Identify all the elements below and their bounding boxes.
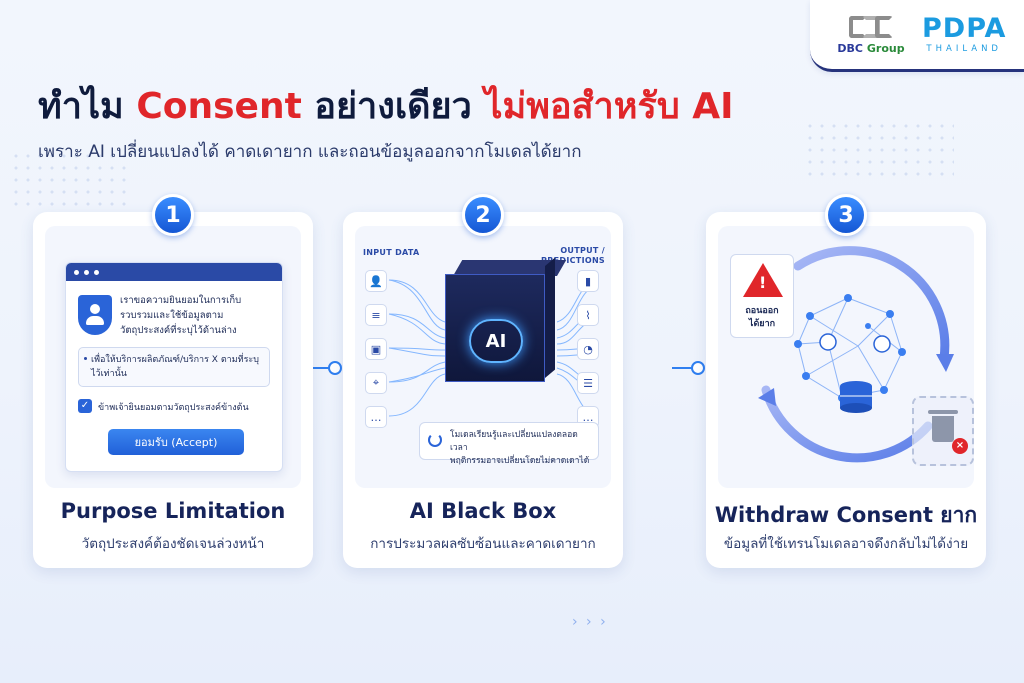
warning-panel: ! ถอนออก ได้ยาก	[730, 254, 794, 338]
consent-window-mockup: เราขอความยินยอมในการเก็บรวบรวมและใช้ข้อม…	[65, 262, 283, 472]
dbc-text: DBC	[837, 42, 864, 55]
output-label-line-1: OUTPUT /	[560, 246, 605, 255]
purpose-box: เพื่อให้บริการผลิตภัณฑ์/บริการ X ตามที่ร…	[78, 347, 270, 387]
chevrons-decoration-icon: › › ›	[572, 614, 608, 630]
location-icon: ⌖	[365, 372, 387, 394]
step-number-badge: 3	[825, 194, 867, 236]
black-box-cube: AI	[445, 257, 567, 384]
headline: ทำไม Consent อย่างเดียว ไม่พอสำหรับ AI	[38, 84, 733, 130]
warning-text: ถอนออก ได้ยาก	[731, 305, 793, 331]
model-change-note: โมเดลเรียนรู้และเปลี่ยนแปลงตลอดเวลา พฤติ…	[419, 422, 599, 466]
more-icon: …	[365, 406, 387, 428]
card-illustration: เราขอความยินยอมในการเก็บรวบรวมและใช้ข้อม…	[45, 226, 301, 488]
accept-button[interactable]: ยอมรับ (Accept)	[108, 429, 244, 455]
dbc-mark-icon	[849, 14, 893, 40]
ai-brain-icon: AI	[469, 319, 523, 363]
headline-part-4: ไม่พอสำหรับ AI	[484, 86, 734, 127]
headline-part-3: อย่างเดียว	[314, 86, 472, 127]
checkbox-label: ข้าพเจ้ายินยอมตามวัตถุประสงค์ข้างต้น	[98, 403, 249, 413]
card-ai-black-box: 2 INPUT DATA OUTPUT / PREDICTIONS 👤 ≡ ▣	[343, 194, 623, 568]
headline-part-1: ทำไม	[38, 86, 124, 127]
window-titlebar	[66, 263, 282, 281]
warning-icon	[743, 263, 783, 297]
consent-request-text: เราขอความยินยอมในการเก็บรวบรวมและใช้ข้อม…	[120, 295, 242, 336]
card-purpose-limitation: 1 เราขอความยินยอมในการเก็บรวบรวมและใช้ข้…	[33, 194, 313, 568]
card-illustration: INPUT DATA OUTPUT / PREDICTIONS 👤 ≡ ▣ ⌖ …	[355, 226, 611, 488]
background-dots	[804, 120, 954, 180]
output-label-line-2: PREDICTIONS	[541, 256, 605, 265]
card-subtitle: วัตถุประสงค์ต้องชัดเจนล่วงหน้า	[81, 536, 265, 552]
card-subtitle: ข้อมูลที่ใช้เทรนโมเดลอาจดึงกลับไม่ได้ง่า…	[723, 536, 969, 552]
input-data-label: INPUT DATA	[363, 248, 420, 257]
warning-line-1: ถอนออก	[745, 306, 779, 316]
background-dots-left	[10, 150, 130, 210]
document-icon: ≡	[365, 304, 387, 326]
dbc-group-logo: DBC Group	[832, 14, 910, 55]
card-title: Purpose Limitation	[60, 499, 286, 523]
sync-icon	[428, 433, 442, 447]
checkbox-icon[interactable]: ✓	[78, 399, 92, 413]
user-icon: 👤	[365, 270, 387, 292]
subheadline: เพราะ AI เปลี่ยนแปลงได้ คาดเดายาก และถอน…	[38, 142, 582, 162]
card-title: Withdraw Consent ยาก	[714, 503, 978, 527]
card-subtitle: การประมวลผลซับซ้อนและคาดเดายาก	[370, 536, 596, 552]
output-label: OUTPUT / PREDICTIONS	[541, 246, 605, 266]
card-illustration: ! ถอนออก ได้ยาก ×	[718, 226, 974, 488]
pdpa-subtitle: THAILAND	[926, 44, 1002, 54]
connector-1-2	[305, 361, 342, 375]
bar-chart-icon: ▮	[577, 270, 599, 292]
pdpa-title: PDPA	[922, 13, 1007, 44]
shield-user-icon	[78, 295, 112, 335]
card-withdraw-consent: 3	[706, 194, 986, 568]
data-network-cycle	[758, 246, 954, 463]
connector-2-3	[672, 361, 705, 375]
note-line-2: พฤติกรรมอาจเปลี่ยนโดยไม่คาดเดาได้	[450, 456, 590, 466]
headline-part-2: Consent	[136, 86, 302, 127]
card-title: AI Black Box	[409, 499, 557, 523]
list-icon: ☰	[577, 372, 599, 394]
close-icon: ×	[952, 438, 968, 454]
pdpa-thailand-logo: PDPA THAILAND	[922, 15, 1006, 54]
line-chart-icon: ⌇	[577, 304, 599, 326]
step-number-badge: 1	[152, 194, 194, 236]
group-text: Group	[866, 42, 905, 55]
image-icon: ▣	[365, 338, 387, 360]
trash-icon	[928, 410, 958, 442]
pie-chart-icon: ◔	[577, 338, 599, 360]
step-number-badge: 2	[462, 194, 504, 236]
logo-panel: DBC Group PDPA THAILAND	[810, 0, 1024, 72]
delete-panel: ×	[912, 396, 974, 466]
warning-line-2: ได้ยาก	[748, 319, 776, 329]
note-line-1: โมเดลเรียนรู้และเปลี่ยนแปลงตลอดเวลา	[450, 430, 578, 453]
